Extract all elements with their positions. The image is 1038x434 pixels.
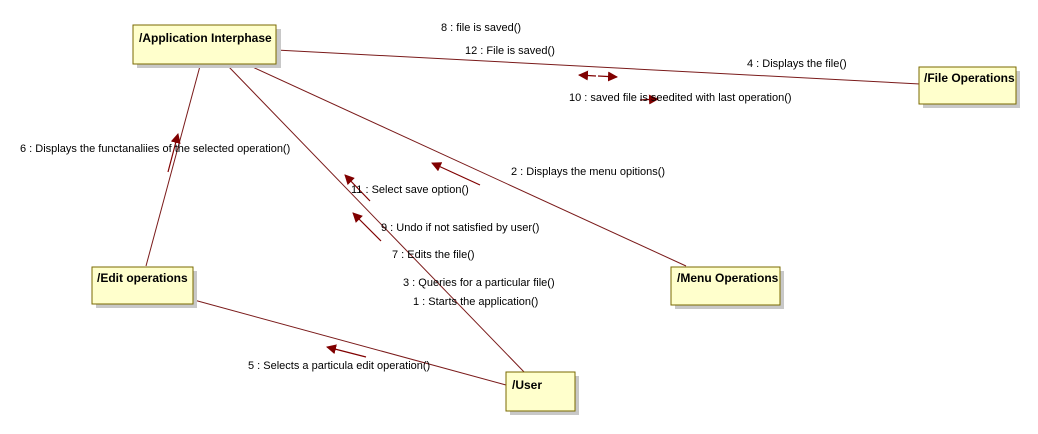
arrow-msg-8-12 [578,70,597,81]
object-menu-operations[interactable]: /Menu Operations [670,266,784,309]
message-4-label: 4 : Displays the file() [747,58,847,70]
object-file-operations[interactable]: /File Operations [918,66,1020,108]
message-10-label: 10 : saved file is seedited with last op… [569,92,792,104]
message-5-label: 5 : Selects a particula edit operation() [248,360,430,372]
arrow-msg-5 [326,344,367,358]
object-menu-operations-label: /Menu Operations [677,271,779,285]
message-7-label: 7 : Edits the file() [392,249,475,261]
arrow-msg-9-7 [352,212,382,242]
object-file-operations-label: /File Operations [924,71,1015,85]
object-user-label: /User [512,378,542,392]
message-8-label: 8 : file is saved() [441,22,521,34]
message-2-label: 2 : Displays the menu opitions() [511,166,665,178]
object-application-interphase-label: /Application Interphase [139,31,272,45]
object-user[interactable]: /User [505,371,579,415]
arrow-msg-11 [344,174,371,202]
arrow-msg-6 [167,133,181,173]
message-11-label: 11 : Select save option() [351,184,469,196]
link-app-user [227,65,527,375]
arrow-msg-4 [597,71,618,82]
message-3-label: 3 : Queries for a particular file() [403,277,555,289]
link-app-menuops [245,63,687,267]
object-edit-operations[interactable]: /Edit operations [91,266,197,308]
message-1-label: 1 : Starts the application() [413,296,538,308]
arrow-msg-10 [639,94,659,105]
message-9-label: 9 : Undo if not satisfied by user() [381,222,539,234]
message-12-label: 12 : File is saved() [465,45,555,57]
link-app-editops [145,65,201,267]
object-edit-operations-label: /Edit operations [97,271,188,285]
message-6-label: 6 : Displays the functanaliies of the se… [20,143,290,155]
object-application-interphase[interactable]: /Application Interphase [132,24,281,68]
arrow-msg-2 [431,162,481,186]
link-app-fileops [275,49,921,85]
link-editops-user [193,299,507,386]
